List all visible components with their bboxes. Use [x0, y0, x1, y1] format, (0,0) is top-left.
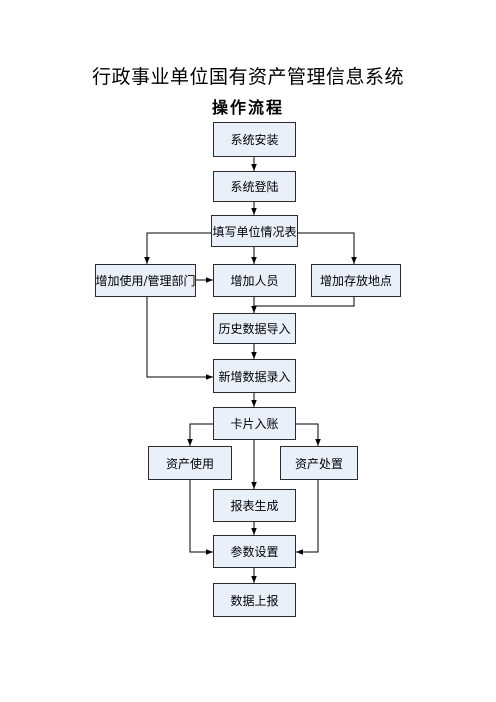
- node-asset-use: 资产使用: [148, 446, 232, 480]
- page-subtitle: 操作流程: [211, 98, 284, 117]
- node-add-department: 增加使用/管理部门: [95, 264, 196, 297]
- node-fill-unit-info: 填写单位情况表: [211, 215, 298, 247]
- connector-asset-disposal-to-parameters: [296, 480, 319, 555]
- node-system-install: 系统安装: [213, 122, 296, 157]
- connector-card-to-asset-disposal: [296, 423, 321, 446]
- connector-location-to-history: [254, 297, 355, 307]
- node-new-data-entry: 新增数据录入: [213, 359, 296, 393]
- connector-unit-info-to-department: [144, 232, 211, 264]
- node-card-entry: 卡片入账: [213, 407, 296, 440]
- node-system-login: 系统登陆: [213, 171, 296, 202]
- node-data-report: 数据上报: [213, 583, 296, 617]
- page-title: 行政事业单位国有资产管理信息系统: [91, 66, 404, 88]
- connector-unit-info-to-location: [298, 232, 357, 264]
- connector-department-to-new-entry: [146, 297, 213, 380]
- node-parameter-settings: 参数设置: [213, 535, 296, 568]
- node-add-personnel: 增加人员: [213, 264, 296, 297]
- connector-asset-use-to-parameters: [189, 480, 213, 555]
- node-history-import: 历史数据导入: [213, 313, 296, 344]
- node-asset-disposal: 资产处置: [280, 446, 358, 480]
- node-add-location: 增加存放地点: [311, 264, 401, 297]
- node-report-generate: 报表生成: [213, 489, 296, 522]
- connector-card-to-asset-use: [187, 423, 213, 446]
